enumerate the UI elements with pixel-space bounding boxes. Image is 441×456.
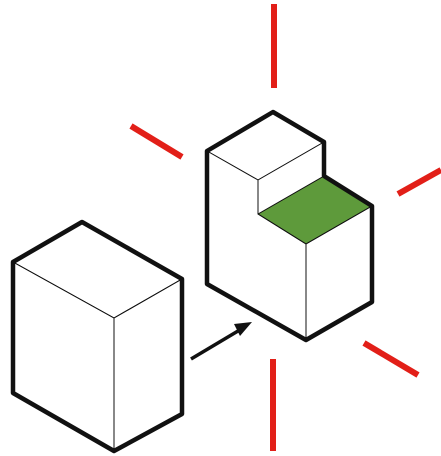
notched-cuboid-outline [204,109,375,343]
emphasis-rays [129,4,441,451]
notched-cuboid-floor-edges [257,205,373,245]
plain-cuboid [10,219,185,454]
plain-cuboid-outline [10,219,185,454]
ray-upper-left [129,123,184,160]
transform-arrow [190,322,252,361]
transform-arrow-head [234,322,252,336]
ray-upper-right [396,167,441,197]
ray-lower-right [362,340,420,378]
transform-arrow-shaft [190,329,239,361]
notched-cuboid [204,109,375,343]
